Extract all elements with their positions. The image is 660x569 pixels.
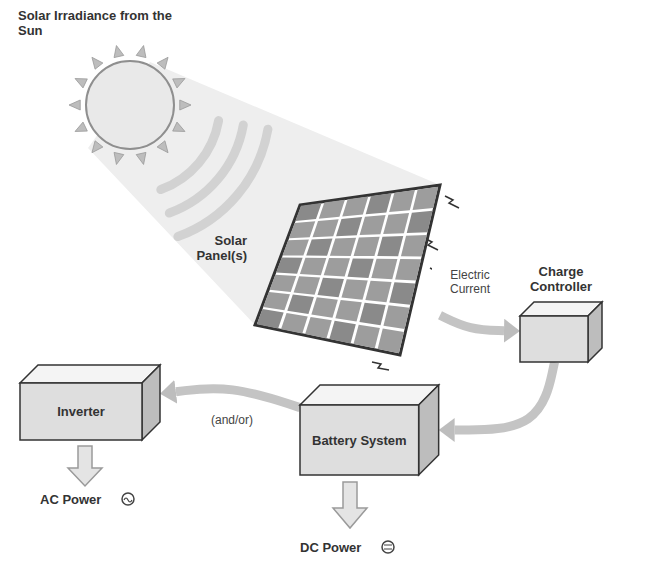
node-label: Inverter <box>20 383 142 440</box>
flow-arrow <box>176 389 300 408</box>
node-label: Charge Controller <box>508 264 614 294</box>
sun-node: Solar Irradiance from the Sun <box>85 60 175 150</box>
solar-panel: Solar Panel(s) <box>255 185 440 355</box>
battery-box: Battery System <box>300 385 439 475</box>
edge-label: (and/or) <box>194 412 270 428</box>
irradiance-waves <box>161 121 268 237</box>
node-label: Solar Irradiance from the Sun <box>18 8 178 38</box>
power-output-label: AC Power <box>40 492 101 507</box>
battery-box-shape <box>300 385 439 475</box>
charge-controller-box-shape <box>520 302 602 362</box>
edge-label: Electric Current <box>432 267 508 297</box>
sun-node-shape <box>85 60 175 150</box>
node-label: Battery System <box>300 405 419 475</box>
inverter-box-shape <box>20 365 160 440</box>
flow-arrow <box>440 315 504 330</box>
solar-panel-shape <box>255 185 440 355</box>
charge-controller-box: Charge Controller <box>520 302 602 362</box>
node-label: Solar Panel(s) <box>173 233 247 263</box>
inverter-box: Inverter <box>20 365 160 440</box>
power-output-label: DC Power <box>300 540 361 555</box>
flow-arrow <box>455 362 555 430</box>
sun-rays <box>69 46 191 165</box>
